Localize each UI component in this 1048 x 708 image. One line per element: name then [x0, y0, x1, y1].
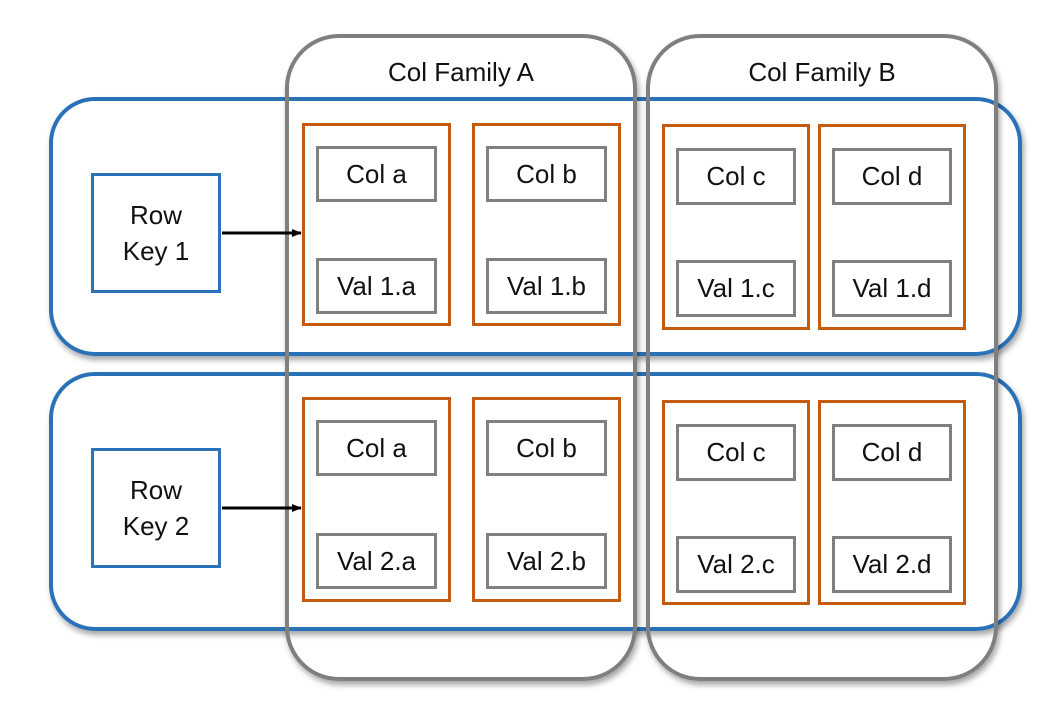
value-row2-col-b: Val 2.b: [486, 533, 607, 589]
value-row1-col-d: Val 1.d: [832, 260, 952, 317]
column-name-row2-col-a: Col a: [316, 420, 437, 476]
value-row1-col-a: Val 1.a: [316, 258, 437, 314]
column-family-a-title: Col Family A: [388, 57, 534, 87]
column-family-b-title: Col Family B: [748, 57, 896, 87]
value-row2-col-c: Val 2.c: [676, 536, 796, 593]
column-name-row1-col-d: Col d: [832, 148, 952, 205]
column-name-row2-col-d: Col d: [832, 424, 952, 481]
value-row2-col-d: Val 2.d: [832, 536, 952, 593]
value-row1-col-c: Val 1.c: [676, 260, 796, 317]
value-row2-col-a: Val 2.a: [316, 533, 437, 589]
row-key-1: Row Key 1: [91, 173, 221, 293]
row-band-1: [49, 97, 1022, 356]
column-name-row1-col-c: Col c: [676, 148, 796, 205]
value-row1-col-b: Val 1.b: [486, 258, 607, 314]
column-family-b: [646, 34, 998, 681]
column-family-a: [285, 34, 637, 681]
column-name-row1-col-a: Col a: [316, 146, 437, 202]
column-name-row2-col-b: Col b: [486, 420, 607, 476]
column-name-row1-col-b: Col b: [486, 146, 607, 202]
row-key-2: Row Key 2: [91, 448, 221, 568]
row-band-2: [49, 372, 1022, 631]
column-name-row2-col-c: Col c: [676, 424, 796, 481]
